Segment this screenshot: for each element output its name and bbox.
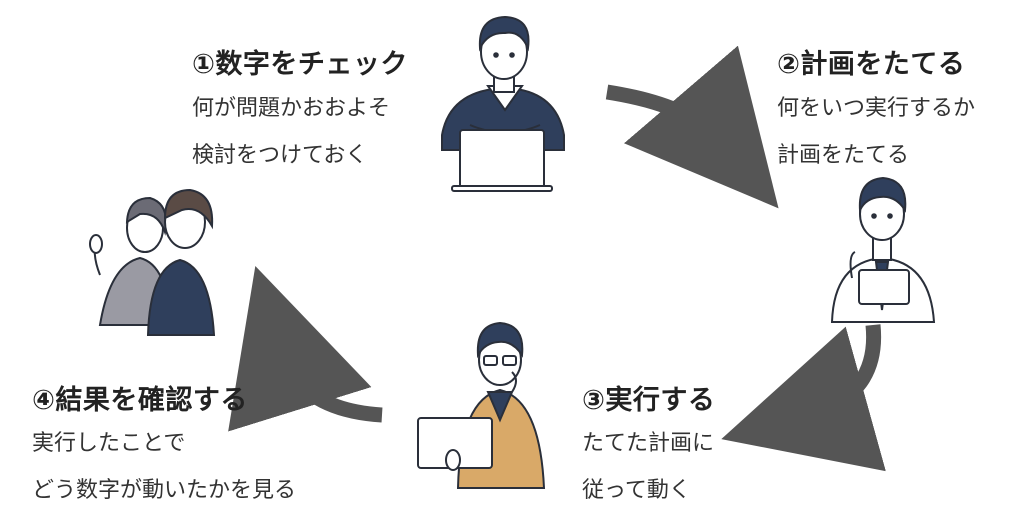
step-title: ①数字をチェック (192, 49, 408, 80)
step-description-line: 実行したことで (32, 431, 186, 456)
step-3-execute: ③実行する たてた計画に 従って動く (582, 378, 715, 502)
step-description-line: 検討をつけておく (192, 143, 368, 168)
step-description-line: 何が問題かおおよそ (192, 96, 391, 121)
step-description-line: どう数字が動いたかを見る (32, 478, 297, 503)
arrow-step1-to-step2 (605, 45, 779, 209)
step-description-line: たてた計画に (582, 431, 715, 456)
step-4-check-results: ④結果を確認する 実行したことで どう数字が動いたかを見る (32, 378, 296, 502)
step-2-make-plan: ②計画をたてる 何をいつ実行するか 計画をたてる (777, 42, 975, 167)
step-title: ②計画をたてる (777, 49, 966, 80)
step-title: ③実行する (582, 385, 716, 416)
person-with-tablet-icon (830, 176, 936, 323)
arrow-step2-to-step3 (721, 324, 886, 472)
person-with-glasses-icon (417, 321, 546, 489)
step-description-line: 計画をたてる (777, 143, 910, 168)
arrow-step3-to-step4 (228, 266, 383, 432)
step-1-check-numbers: ①数字をチェック 何が問題かおおよそ 検討をつけておく (192, 42, 408, 167)
two-people-pointing-icon (89, 188, 216, 336)
person-with-laptop-icon (441, 15, 565, 192)
step-description-line: 従って動く (582, 478, 691, 503)
step-title: ④結果を確認する (32, 385, 248, 416)
step-description-line: 何をいつ実行するか (777, 96, 976, 121)
